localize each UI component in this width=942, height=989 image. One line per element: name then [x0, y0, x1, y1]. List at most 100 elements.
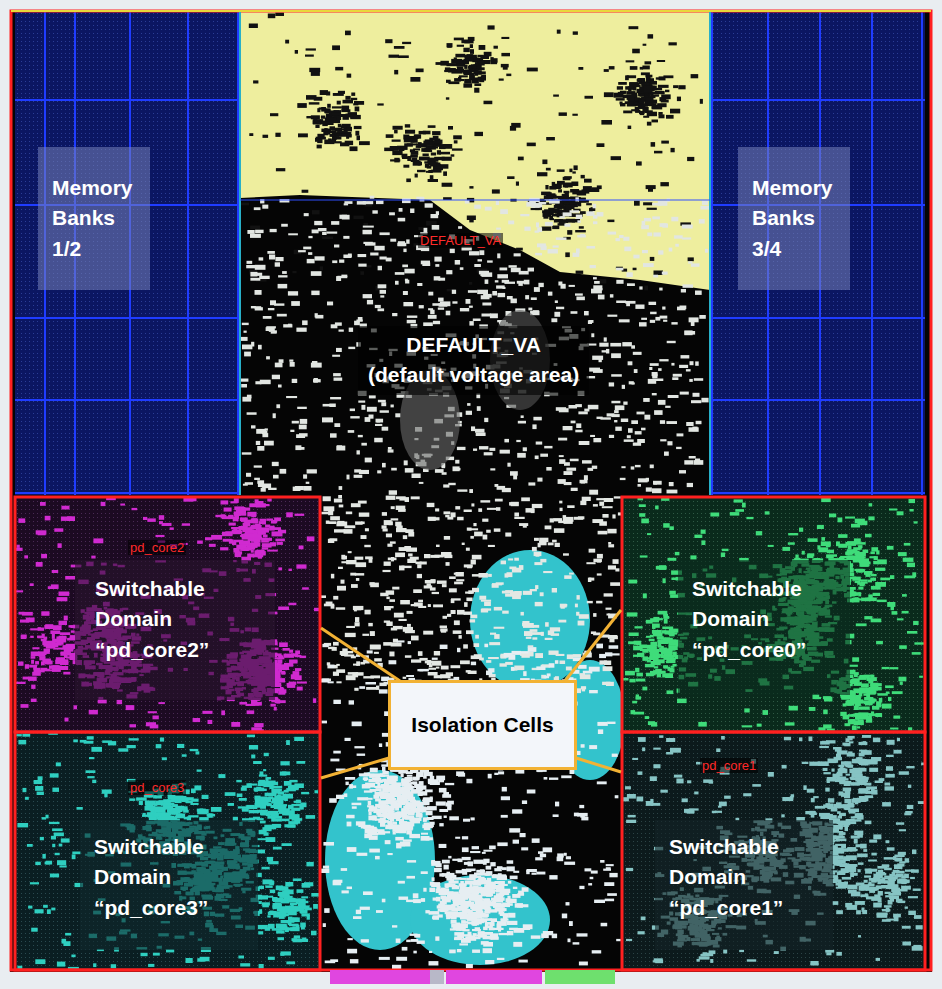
std-cell: [334, 245, 339, 248]
placement-gap: [544, 195, 554, 199]
std-cell: [387, 544, 392, 547]
std-cell: [424, 554, 430, 558]
std-cell: [435, 264, 439, 267]
std-cell: [607, 614, 610, 616]
placement-gap: [345, 96, 350, 100]
std-cell: [429, 517, 439, 520]
std-cell: [686, 369, 691, 371]
std-cell: [471, 560, 476, 565]
placement-gap: [641, 72, 650, 75]
std-cell: [592, 466, 597, 469]
std-cell: [267, 251, 275, 254]
std-cell: [578, 621, 585, 626]
std-cell: [360, 662, 365, 665]
std-cell: [473, 319, 481, 322]
placement-gap: [640, 67, 643, 70]
placement-gap: [355, 107, 360, 112]
std-cell: [334, 529, 345, 532]
placement-gap: [464, 65, 467, 69]
placement-gap: [492, 189, 500, 193]
std-cell: [480, 500, 490, 502]
placement-gap: [572, 171, 575, 173]
std-cell: [518, 421, 526, 424]
placement-gap: [459, 75, 468, 77]
std-cell: [331, 574, 334, 579]
std-cell: [582, 460, 592, 463]
std-cell: [331, 221, 339, 225]
placement-gap: [430, 175, 434, 179]
placement-gap: [557, 169, 565, 172]
placement-gap: [326, 118, 336, 120]
placement-gap: [402, 42, 411, 44]
placement-gap: [575, 230, 586, 232]
placement-gap: [479, 71, 485, 74]
std-cell: [619, 319, 630, 322]
std-cell: [275, 363, 283, 368]
std-cell: [323, 506, 334, 511]
placement-gap: [414, 134, 421, 138]
std-cell: [451, 512, 456, 517]
std-cell: [314, 221, 322, 225]
std-cell: [413, 589, 422, 593]
placement-gap: [345, 31, 351, 36]
std-cell: [323, 496, 331, 501]
std-cell: [329, 538, 337, 541]
placement-gap: [620, 102, 623, 105]
placement-gap: [470, 44, 473, 48]
std-cell: [251, 425, 256, 428]
std-cell: [478, 259, 483, 261]
std-cell: [383, 529, 388, 532]
std-cell: [407, 611, 413, 614]
std-cell: [579, 614, 589, 619]
placement-gap: [306, 95, 317, 100]
std-cell: [389, 212, 395, 215]
placement-gap: [367, 265, 372, 267]
std-cell: [343, 255, 351, 259]
std-cell: [569, 573, 574, 575]
std-cell: [479, 250, 484, 255]
std-cell: [559, 501, 562, 504]
placement-gap: [630, 66, 638, 70]
std-cell: [652, 488, 662, 493]
std-cell: [258, 345, 262, 350]
std-cell: [526, 637, 532, 639]
placement-gap: [432, 131, 440, 135]
std-cell: [444, 511, 451, 514]
placement-gap: [241, 203, 249, 206]
std-cell: [498, 293, 506, 297]
std-cell: [307, 469, 317, 473]
std-cell: [390, 541, 396, 543]
std-cell: [358, 401, 365, 403]
placement-gap: [687, 157, 694, 161]
std-cell: [603, 666, 613, 671]
std-cell: [496, 228, 501, 230]
std-cell: [407, 624, 411, 627]
std-cell: [247, 230, 254, 234]
std-cell: [658, 201, 668, 206]
placement-gap: [661, 141, 669, 144]
std-cell: [338, 495, 342, 498]
std-cell: [479, 573, 488, 578]
std-cell: [611, 401, 620, 404]
std-cell: [633, 352, 642, 355]
placement-gap: [607, 220, 614, 223]
std-cell: [593, 613, 596, 617]
std-cell: [363, 676, 374, 678]
std-cell: [593, 285, 602, 290]
std-cell: [244, 331, 247, 333]
placement-gap: [648, 34, 654, 38]
placement-gap: [327, 104, 331, 108]
std-cell: [388, 447, 392, 450]
std-cell: [378, 266, 382, 271]
std-cell: [296, 328, 306, 332]
std-cell: [380, 232, 390, 235]
std-cell: [612, 514, 615, 518]
placement-gap: [665, 90, 669, 93]
placement-gap: [670, 109, 680, 114]
std-cell: [650, 465, 654, 469]
std-cell: [602, 350, 608, 352]
std-cell: [459, 635, 462, 639]
std-cell: [429, 668, 437, 670]
std-cell: [489, 642, 500, 645]
std-cell: [446, 562, 450, 566]
